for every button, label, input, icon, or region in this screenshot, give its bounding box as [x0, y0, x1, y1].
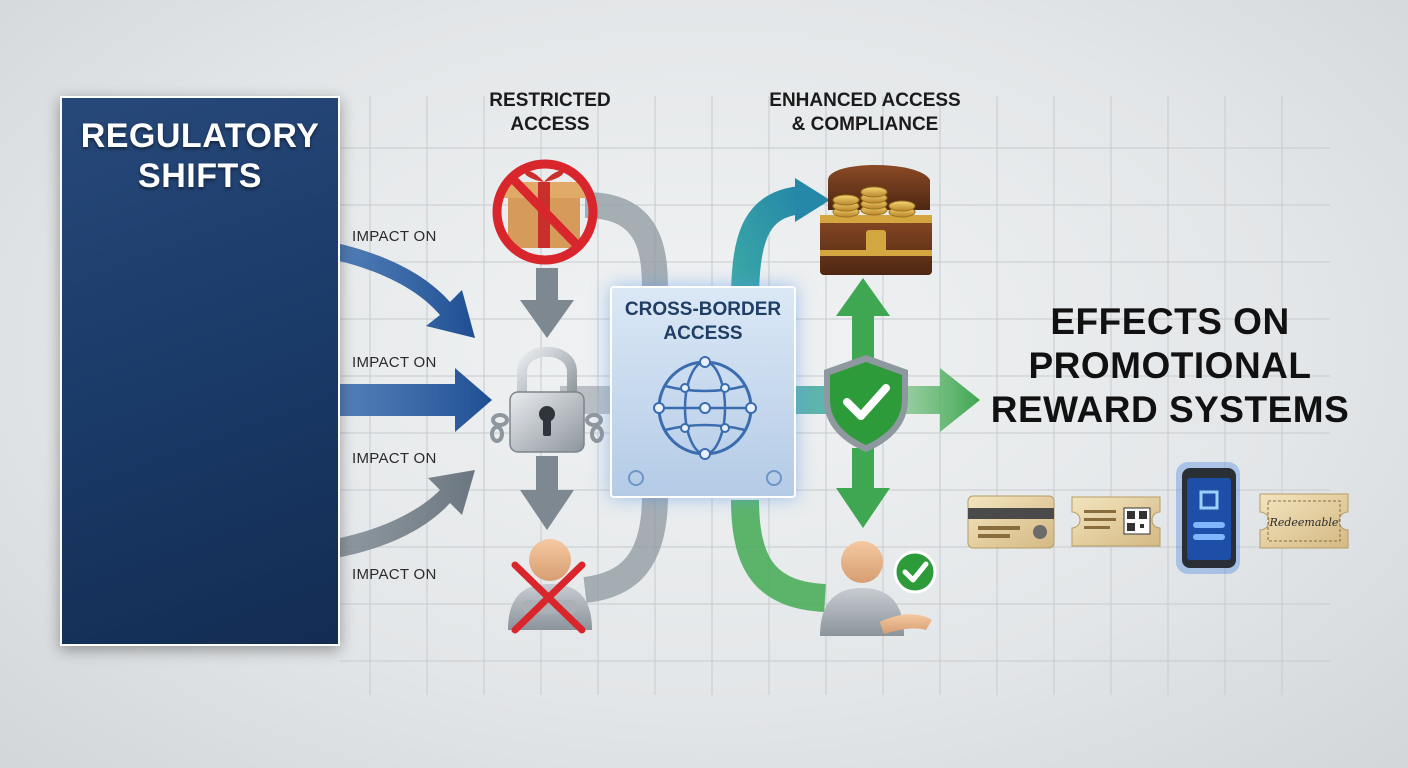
green-curve-bottom	[731, 499, 827, 612]
globe-network-icon	[628, 356, 782, 486]
teal-curve-top	[731, 186, 803, 301]
gray-curve-top	[584, 192, 668, 291]
panel-title-line1: REGULATORY	[80, 117, 320, 155]
effects-line1: EFFECTS ON	[1050, 301, 1290, 342]
restricted-heading-line1: RESTRICTED	[489, 90, 611, 111]
green-arrow-up	[836, 278, 890, 362]
effects-line2: PROMOTIONAL	[1028, 345, 1312, 386]
effects-line3: REWARD SYSTEMS	[990, 389, 1350, 430]
teal-arrowhead	[795, 178, 830, 222]
voucher-icon: Redeemable	[1259, 493, 1349, 549]
user-approved-icon	[820, 541, 937, 636]
green-arrow-right	[905, 368, 980, 432]
gift-prohibited-icon	[492, 159, 598, 265]
shield-check-icon	[824, 355, 908, 452]
effects-title: EFFECTS ON PROMOTIONAL REWARD SYSTEMS	[985, 300, 1355, 432]
restricted-heading-line2: ACCESS	[510, 114, 590, 135]
enhanced-heading-line2: & COMPLIANCE	[791, 114, 939, 135]
impact-label-2: IMPACT ON	[352, 354, 437, 371]
panel-title-line2: SHIFTS	[138, 157, 262, 195]
gray-curve-bottom	[583, 494, 668, 603]
impact-label-3: IMPACT ON	[352, 450, 437, 467]
restricted-access-heading: RESTRICTED ACCESS	[470, 89, 630, 137]
regulatory-shifts-panel: REGULATORY SHIFTS	[60, 96, 340, 646]
hub-title: CROSS-BORDER ACCESS	[612, 298, 794, 346]
qr-ticket-icon	[1071, 496, 1161, 547]
hub-title-line1: CROSS-BORDER	[624, 299, 782, 320]
card-icon	[967, 495, 1055, 549]
green-arrow-down	[836, 448, 890, 528]
panel-title: REGULATORY SHIFTS	[62, 116, 338, 196]
enhanced-access-heading: ENHANCED ACCESS & COMPLIANCE	[740, 89, 990, 137]
gray-arrow-down-bottom	[520, 456, 574, 530]
voucher-text: Redeemable	[1269, 516, 1339, 529]
cross-border-access-hub: CROSS-BORDER ACCESS	[610, 286, 796, 498]
impact-label-1: IMPACT ON	[352, 228, 437, 245]
treasure-chest-icon	[820, 165, 932, 275]
enhanced-heading-line1: ENHANCED ACCESS	[769, 90, 961, 111]
gray-arrow-down-top	[520, 268, 574, 338]
padlock-icon	[490, 346, 604, 453]
phone-icon	[1176, 462, 1240, 574]
impact-label-4: IMPACT ON	[352, 566, 437, 583]
user-denied-icon	[508, 539, 592, 634]
hub-title-line2: ACCESS	[663, 323, 743, 344]
